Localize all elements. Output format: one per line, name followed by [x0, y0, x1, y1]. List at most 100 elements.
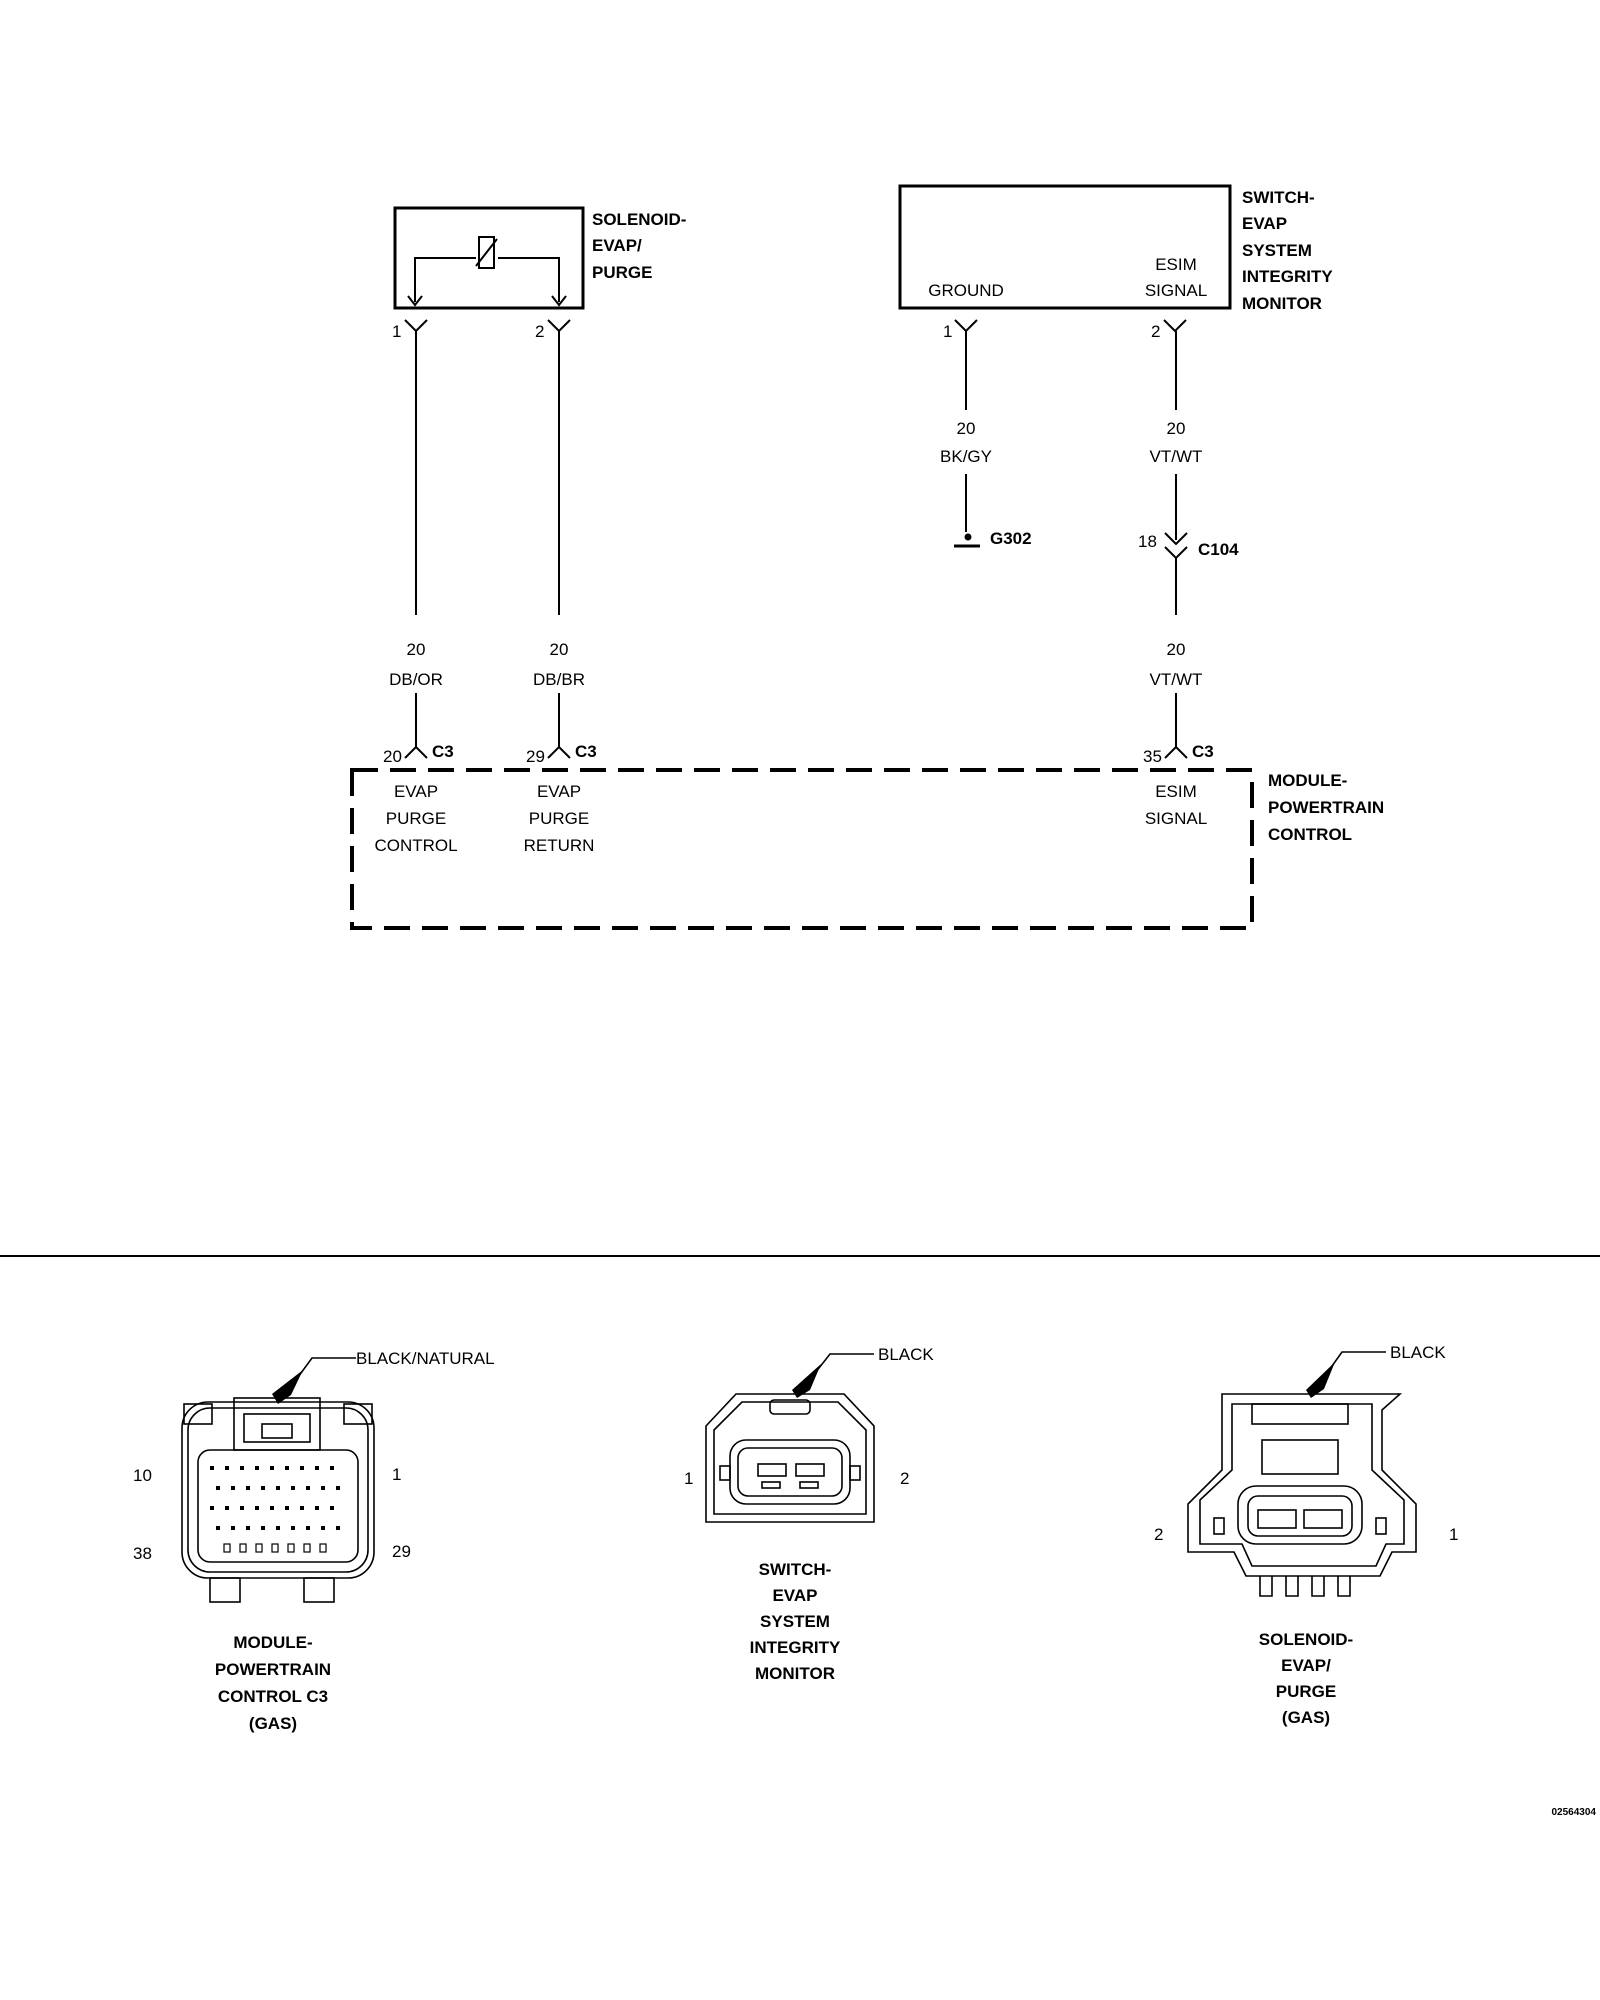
pcm-c3-pin-cavity	[321, 1526, 325, 1530]
wire-purge-return-color: DB/BR	[533, 670, 585, 689]
wire-esim-signal-lower-color: VT/WT	[1150, 670, 1203, 689]
pcm-c3-pin-cavity	[306, 1526, 310, 1530]
solenoid-side-tab-right	[1375, 1517, 1387, 1535]
pcm-c3-pin-bottom-right: 29	[392, 1542, 411, 1561]
pcm-c3-cavity-area	[197, 1449, 359, 1563]
pcm-c3-pin-cavity	[300, 1466, 304, 1470]
esim-signal-label-line-2: SIGNAL	[1145, 281, 1207, 300]
solenoid-pin2-connector	[547, 319, 571, 333]
pcm-c3-pin-cavity	[216, 1486, 220, 1490]
pcm-component: EVAP PURGE CONTROL EVAP PURGE RETURN ESI…	[350, 768, 1384, 930]
solenoid-pin1-connector	[404, 319, 428, 333]
esim-name-line-1: SWITCH-	[1242, 188, 1315, 207]
esim-name-line-3: SYSTEM	[1242, 241, 1312, 260]
wire-esim-signal-lower-gauge: 20	[1167, 640, 1186, 659]
esim-switch-component: GROUND ESIM SIGNAL SWITCH- EVAP SYSTEM I…	[898, 184, 1333, 341]
pcm-c3-pin-cavity	[261, 1526, 265, 1530]
esim-ground-label: GROUND	[928, 281, 1004, 300]
solenoid-bottom-tabs	[1259, 1576, 1351, 1597]
pcm-c3-pin-cavity	[330, 1466, 334, 1470]
pcm-c3-latch-inner	[243, 1413, 311, 1443]
esim-cavity-outer	[729, 1439, 851, 1505]
esim-housing	[705, 1393, 875, 1523]
solenoid-pin-left: 2	[1154, 1525, 1163, 1544]
pcm-c3-pin-cavity	[240, 1466, 244, 1470]
wire-esim-ground-color: BK/GY	[940, 447, 992, 466]
pcm-c3-pin-cavity	[246, 1526, 250, 1530]
pcm-c3-pin-cavity	[287, 1543, 295, 1553]
esim-pin-left: 1	[684, 1469, 693, 1488]
pcm-c3-pin-cavity	[231, 1526, 235, 1530]
pcm-c3-pin-cavity	[270, 1506, 274, 1510]
pcm-c3-pin-cavity	[255, 1543, 263, 1553]
esim-switch-box	[898, 184, 1232, 310]
solenoid-view-name-line-4: (GAS)	[1282, 1708, 1330, 1727]
esim-view-name-line-4: INTEGRITY	[750, 1638, 841, 1657]
solenoid-coil-symbol	[478, 236, 495, 269]
solenoid-pin-right: 1	[1449, 1525, 1458, 1544]
pcm-c3-pin-cavity	[291, 1486, 295, 1490]
esim-view-name-line-5: MONITOR	[755, 1664, 835, 1683]
pcm-pin29-connector-id: C3	[575, 742, 597, 761]
esim-callout-arrow	[792, 1364, 821, 1398]
wire-purge-return-gauge: 20	[550, 640, 569, 659]
solenoid-latch	[1251, 1403, 1349, 1425]
pcm-c3-bottom-tab-right	[303, 1577, 335, 1603]
pcm-c3-pin-cavity	[231, 1486, 235, 1490]
pcm-pin20-connector-id: C3	[432, 742, 454, 761]
solenoid-view-name-line-3: PURGE	[1276, 1682, 1336, 1701]
pcm-c3-pin-cavity	[315, 1506, 319, 1510]
wire-esim-ground-gauge: 20	[957, 419, 976, 438]
pcm-pin35-connector-id: C3	[1192, 742, 1214, 761]
pcm-c3-pin-cavity	[240, 1506, 244, 1510]
pcm-pin35-connector	[1164, 745, 1188, 759]
pcm-c3-pin-cavity	[225, 1506, 229, 1510]
pcm-c3-pin-cavity	[285, 1506, 289, 1510]
pcm-c3-bottom-tab-left	[209, 1577, 241, 1603]
pcm-pin20-number: 20	[383, 747, 402, 766]
pcm-c3-pin-cavity	[319, 1543, 327, 1553]
solenoid-name-line-3: PURGE	[592, 263, 652, 282]
pcm-pin35-label-line-2: SIGNAL	[1145, 809, 1207, 828]
c104-connector-id: C104	[1198, 540, 1239, 559]
solenoid-name-line-1: SOLENOID-	[592, 210, 686, 229]
solenoid-component: SOLENOID- EVAP/ PURGE 1 2	[392, 206, 686, 341]
solenoid-lock-bar	[1261, 1439, 1339, 1475]
pcm-c3-housing	[181, 1401, 375, 1579]
pcm-c3-latch-tab	[261, 1423, 293, 1439]
wire-purge-control: 20 DB/OR 20 C3	[383, 331, 454, 766]
esim-signal-label-line-1: ESIM	[1155, 255, 1197, 274]
esim-pin1-connector	[954, 319, 978, 333]
wire-purge-return: 20 DB/BR 29 C3	[526, 331, 597, 766]
pcm-c3-pin-cavity	[246, 1486, 250, 1490]
pcm-pin29-connector	[547, 745, 571, 759]
esim-pin-right: 2	[900, 1469, 909, 1488]
esim-housing-inner	[713, 1401, 867, 1515]
esim-side-tab-right	[849, 1465, 861, 1481]
solenoid-internal-arrows	[407, 295, 567, 307]
pcm-c3-pin-cavity	[336, 1486, 340, 1490]
solenoid-housing	[1187, 1393, 1417, 1577]
solenoid-box	[393, 206, 585, 310]
esim-view-name-line-2: EVAP	[772, 1586, 817, 1605]
esim-terminal-1-lock	[761, 1481, 781, 1489]
pcm-c3-pin-cavity	[285, 1466, 289, 1470]
esim-side-tab-left	[719, 1465, 731, 1481]
pcm-pin29-label-line-2: PURGE	[529, 809, 589, 828]
pcm-c3-pin-cavity	[276, 1486, 280, 1490]
pcm-c3-pin-cavity	[255, 1466, 259, 1470]
solenoid-name-line-2: EVAP/	[592, 236, 642, 255]
ground-g302-label: G302	[990, 529, 1032, 548]
solenoid-terminal-1	[1303, 1509, 1343, 1529]
pcm-c3-pin-bottom-left: 38	[133, 1544, 152, 1563]
esim-pin2-number: 2	[1151, 322, 1160, 341]
pcm-c3-pin-cavity	[330, 1506, 334, 1510]
wire-esim-signal: 20 VT/WT 18 C104 20 VT/WT 35 C3	[1138, 331, 1239, 766]
pcm-c3-pin-cavity	[239, 1543, 247, 1553]
pcm-name-line-1: MODULE-	[1268, 771, 1347, 790]
pcm-c3-name-line-4: (GAS)	[249, 1714, 297, 1733]
pcm-c3-name-line-2: POWERTRAIN	[215, 1660, 331, 1679]
solenoid-view-name-line-1: SOLENOID-	[1259, 1630, 1353, 1649]
pcm-c3-name-line-1: MODULE-	[233, 1633, 312, 1652]
